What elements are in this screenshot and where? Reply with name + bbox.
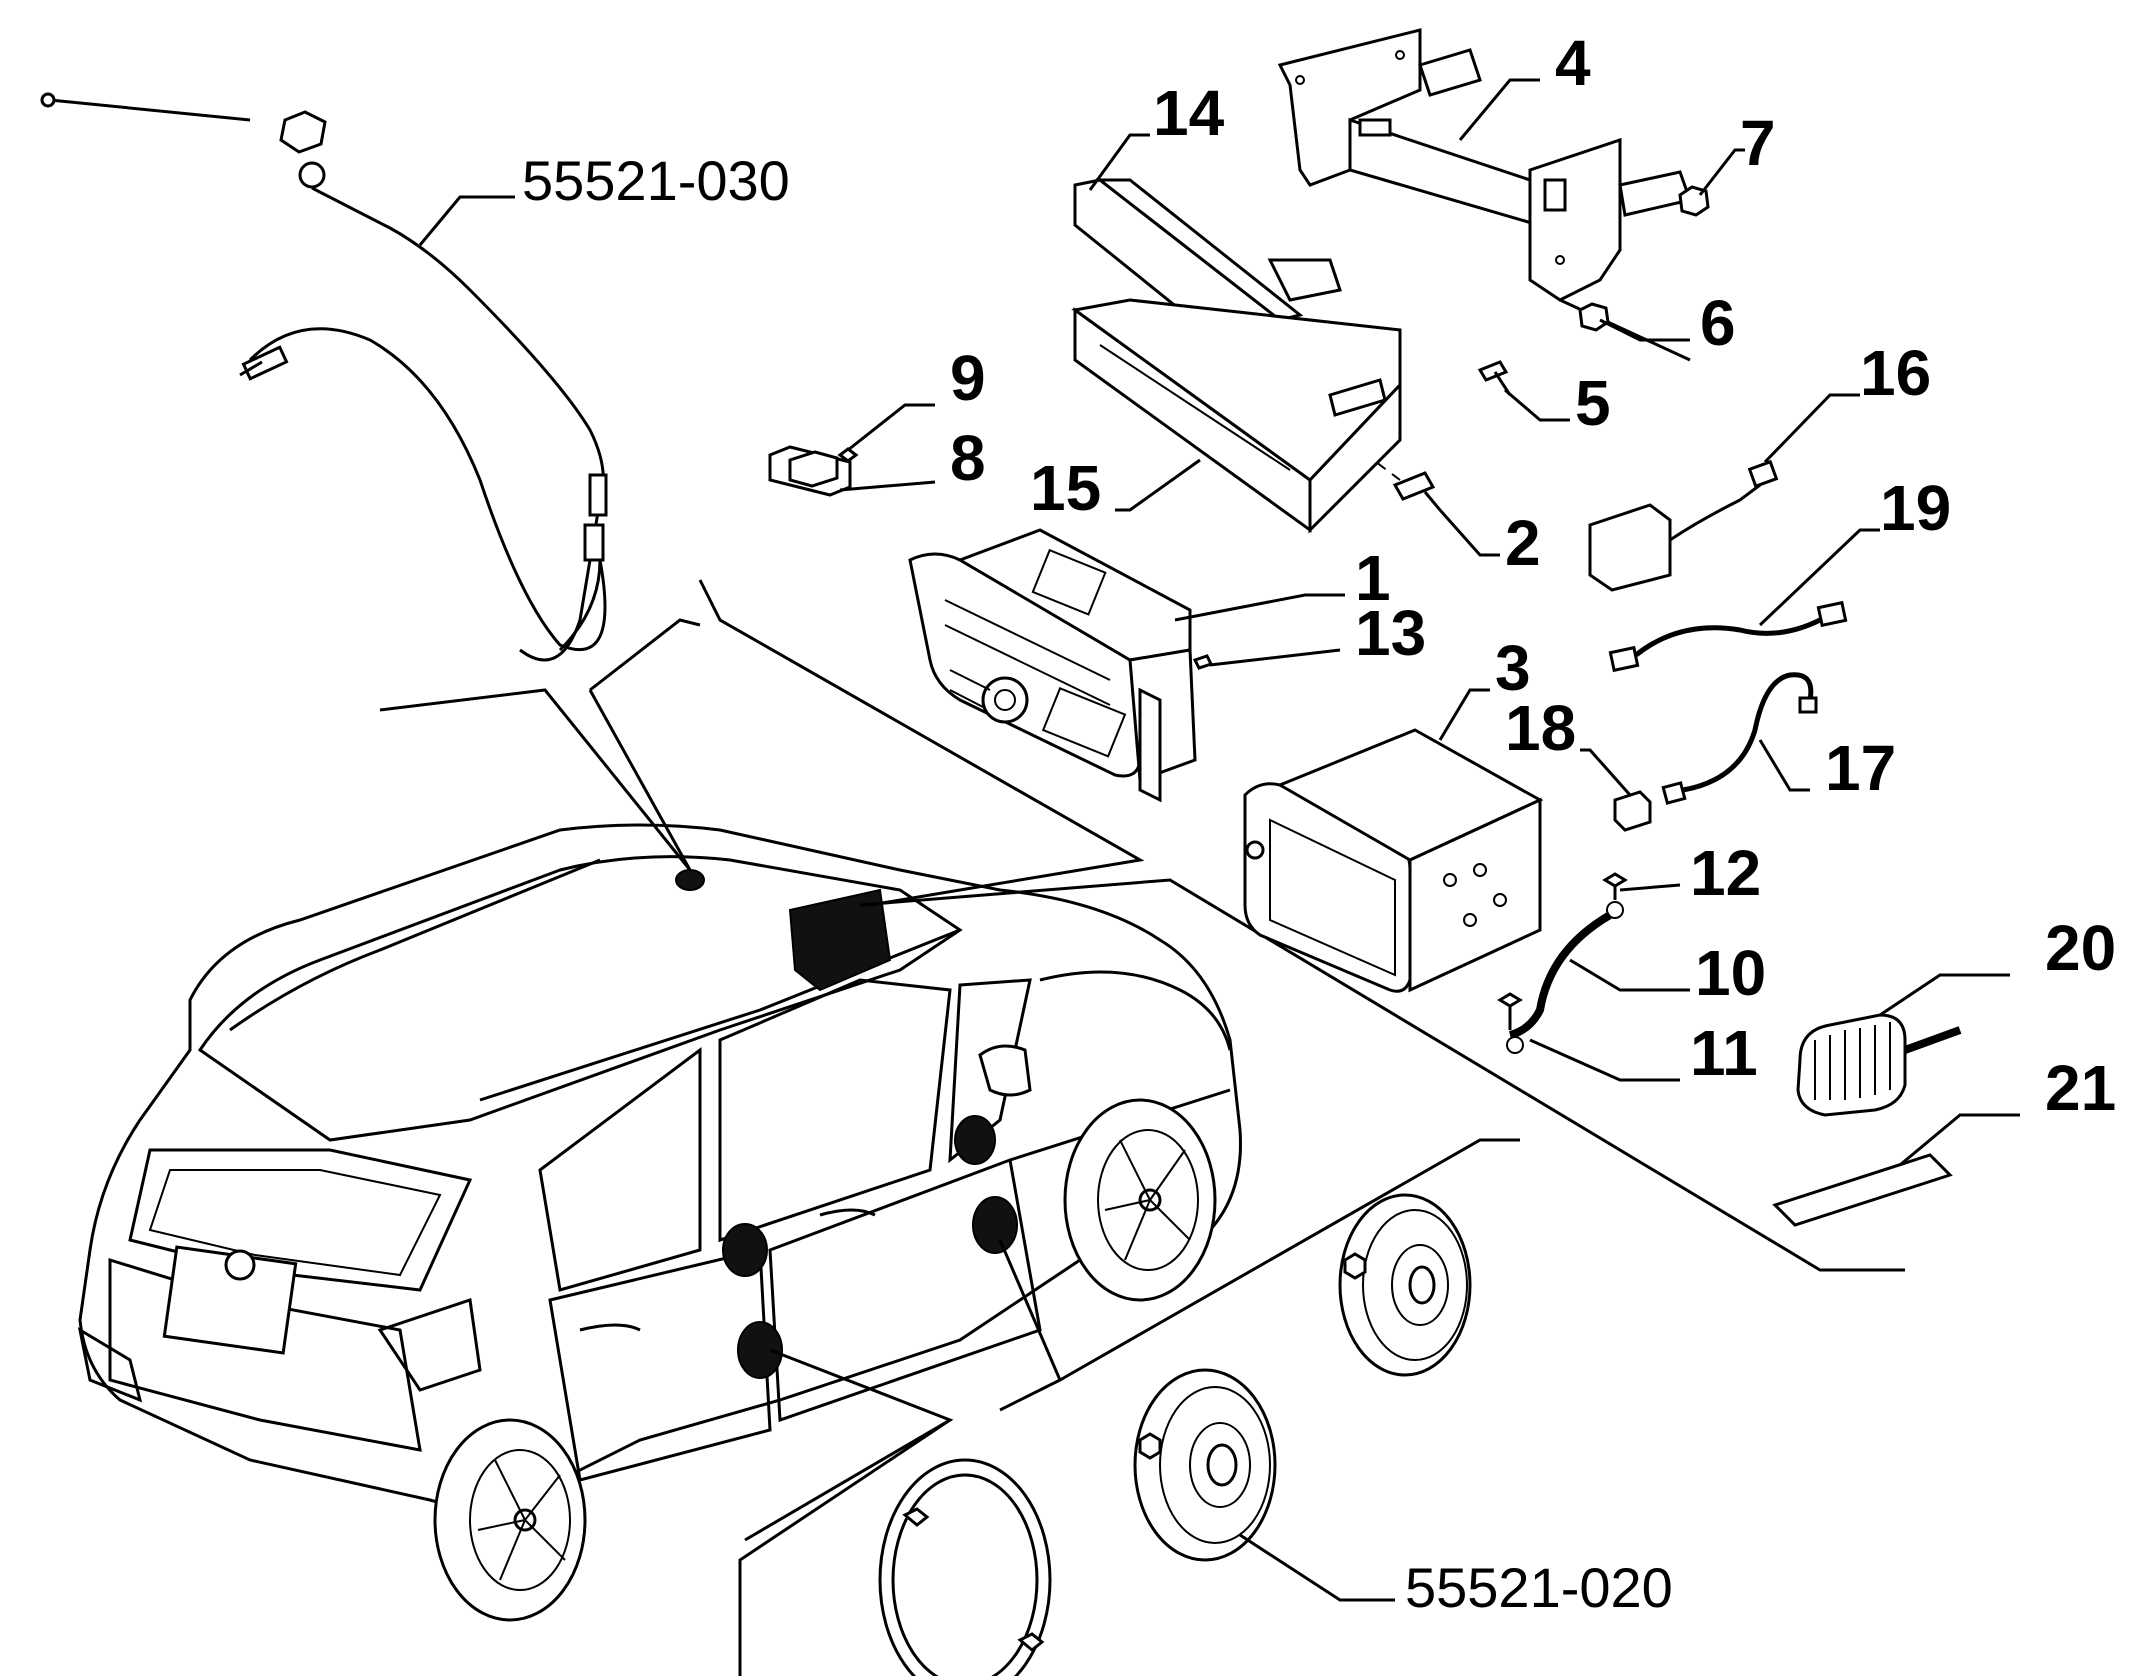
- leader-5: [1504, 388, 1570, 422]
- part-9-screw: [837, 447, 859, 463]
- label-4: 4: [1555, 27, 1591, 99]
- leader-18: [1580, 748, 1632, 796]
- leader-8: [839, 480, 936, 492]
- speaker-ring: [878, 1458, 1052, 1676]
- label-16: 16: [1860, 337, 1931, 409]
- label-20: 20: [2045, 912, 2116, 984]
- part-19-cable: [1608, 600, 1848, 673]
- label-17: 17: [1825, 732, 1896, 804]
- part-3-navigation-unit: [1243, 728, 1544, 993]
- leader-3: [1438, 688, 1490, 741]
- leader-4: [1458, 78, 1540, 141]
- label-10: 10: [1695, 937, 1766, 1009]
- leader-21: [1899, 1113, 2020, 1167]
- car-illustration: [77, 823, 1242, 1622]
- leader-speakers-ref: [1239, 1533, 1395, 1602]
- label-21: 21: [2045, 1052, 2116, 1124]
- label-19: 19: [1880, 472, 1951, 544]
- part-8-connector: [768, 445, 852, 497]
- part-18-socket: [1613, 790, 1652, 832]
- label-5: 5: [1575, 367, 1611, 439]
- speaker-rear: [1133, 1368, 1277, 1562]
- label-18: 18: [1505, 692, 1576, 764]
- part-16-module: [1588, 459, 1779, 592]
- part-17-cable: [1661, 672, 1818, 805]
- part-10-ground-cable: [1508, 911, 1613, 1039]
- leader-13: [1209, 648, 1341, 667]
- leader-6: [1599, 318, 1690, 342]
- label-12: 12: [1690, 837, 1761, 909]
- label-6: 6: [1700, 287, 1736, 359]
- label-13: 13: [1355, 597, 1426, 669]
- callout-speakers: [738, 1138, 1520, 1676]
- part-2-screw: [1392, 471, 1442, 511]
- part-21-pad: [1772, 1153, 1953, 1227]
- leader-17: [1758, 739, 1810, 792]
- leader-19: [1758, 528, 1880, 627]
- leader-11: [1529, 1038, 1680, 1082]
- label-14: 14: [1153, 77, 1225, 149]
- leader-16: [1763, 393, 1860, 464]
- label-8: 8: [950, 422, 986, 494]
- leader-antenna-ref: [418, 195, 515, 246]
- part-12-screw: [1602, 872, 1628, 900]
- label-2: 2: [1505, 507, 1541, 579]
- label-11: 11: [1690, 1017, 1758, 1089]
- label-1: 1: [1355, 542, 1391, 614]
- leader-20: [1879, 973, 2010, 1017]
- label-7: 7: [1740, 107, 1776, 179]
- part-1-radio-unit: [908, 528, 1197, 803]
- callout-radio-to-dash: [698, 579, 1905, 1272]
- leader-9: [847, 403, 935, 452]
- label-15: 15: [1030, 452, 1101, 524]
- part-13-screw: [1192, 654, 1214, 670]
- part-15-din-cage: [1071, 298, 1402, 534]
- leader-10: [1569, 958, 1690, 992]
- part-11-screw: [1497, 992, 1523, 1030]
- leader-15: [1115, 458, 1201, 512]
- label-9: 9: [950, 342, 986, 414]
- leader-2: [1438, 509, 1500, 557]
- ref-antenna: 55521-030: [522, 149, 790, 212]
- leader-14: [1088, 133, 1150, 191]
- part-20-microphone: [1796, 1013, 1962, 1117]
- label-3: 3: [1495, 632, 1531, 704]
- callout-antenna-to-roof: [379, 618, 701, 871]
- leader-7: [1698, 148, 1745, 196]
- speaker-front: [1338, 1193, 1472, 1377]
- leader-12: [1619, 883, 1681, 892]
- ref-speakers: 55521-020: [1405, 1556, 1673, 1619]
- leader-1: [1174, 593, 1345, 622]
- part-4-mounting-bracket: [1277, 28, 1692, 362]
- antenna-assembly: [40, 92, 608, 662]
- part-6-clip: [1578, 302, 1610, 332]
